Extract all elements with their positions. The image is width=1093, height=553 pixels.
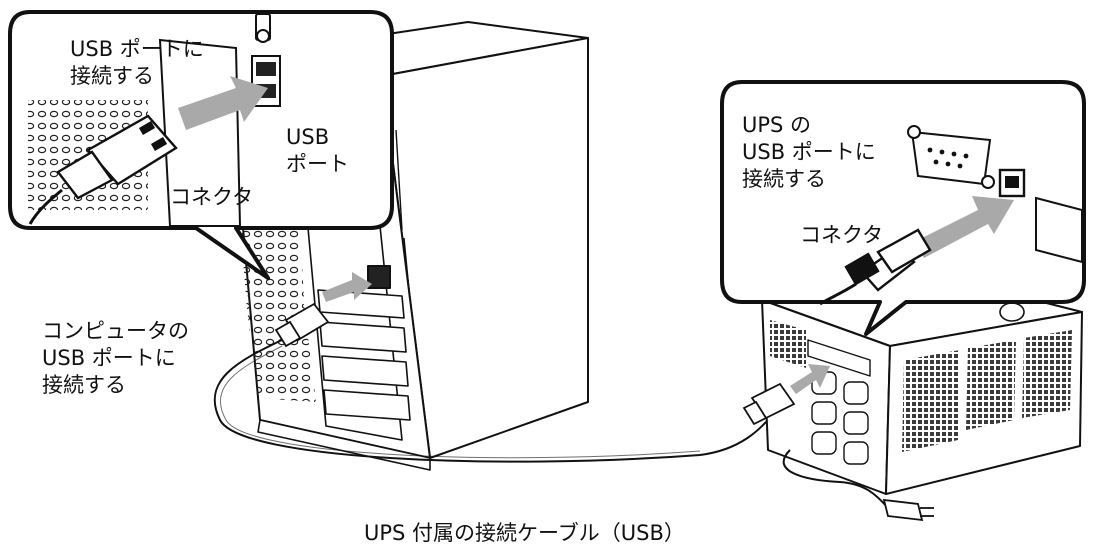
ups-callout-connect-label: UPS の USB ポートに 接続する — [742, 112, 876, 193]
usb-cable — [213, 339, 776, 463]
tower-top-connector — [255, 13, 271, 43]
ups-usb-plug — [742, 382, 796, 426]
pc-callout — [8, 10, 394, 280]
pc-port-line1: コンピュータの — [42, 319, 189, 343]
ups-callout-connector-text: コネクタ — [800, 223, 884, 247]
ups-callout-connector-label: コネクタ — [800, 222, 883, 249]
power-plug — [882, 498, 934, 522]
pc-usb-plug — [274, 302, 330, 348]
pc-arrow-icon — [322, 272, 372, 302]
pc-callout-connector-text: コネクタ — [170, 185, 254, 209]
cable-caption-text: UPS 付属の接続ケーブル（USB） — [364, 521, 685, 545]
pc-port-label: コンピュータの USB ポートに 接続する — [42, 318, 189, 399]
pc-port-line3: 接続する — [42, 373, 126, 397]
pc-callout-connect-line2: 接続する — [70, 64, 154, 88]
ups-callout-connect-line3: 接続する — [742, 167, 826, 191]
pc-callout-connector-label: コネクタ — [170, 184, 253, 211]
cable-caption: UPS 付属の接続ケーブル（USB） — [364, 520, 685, 547]
ups-callout-connect-line1: UPS の — [742, 113, 812, 137]
ups-callout-connect-line2: USB ポートに — [742, 140, 876, 164]
pc-callout-connect-label: USB ポートに 接続する — [70, 36, 204, 90]
ups-arrow-icon — [790, 364, 830, 394]
pc-callout-port-line1: USB — [286, 125, 330, 149]
pc-port-line2: USB ポートに — [42, 346, 176, 370]
power-cord — [782, 449, 891, 511]
pc-callout-connect-line1: USB ポートに — [70, 37, 204, 61]
pc-callout-port-label: USB ポート — [286, 124, 349, 178]
pc-callout-port-line2: ポート — [286, 152, 349, 176]
ups-callout — [720, 80, 1086, 336]
